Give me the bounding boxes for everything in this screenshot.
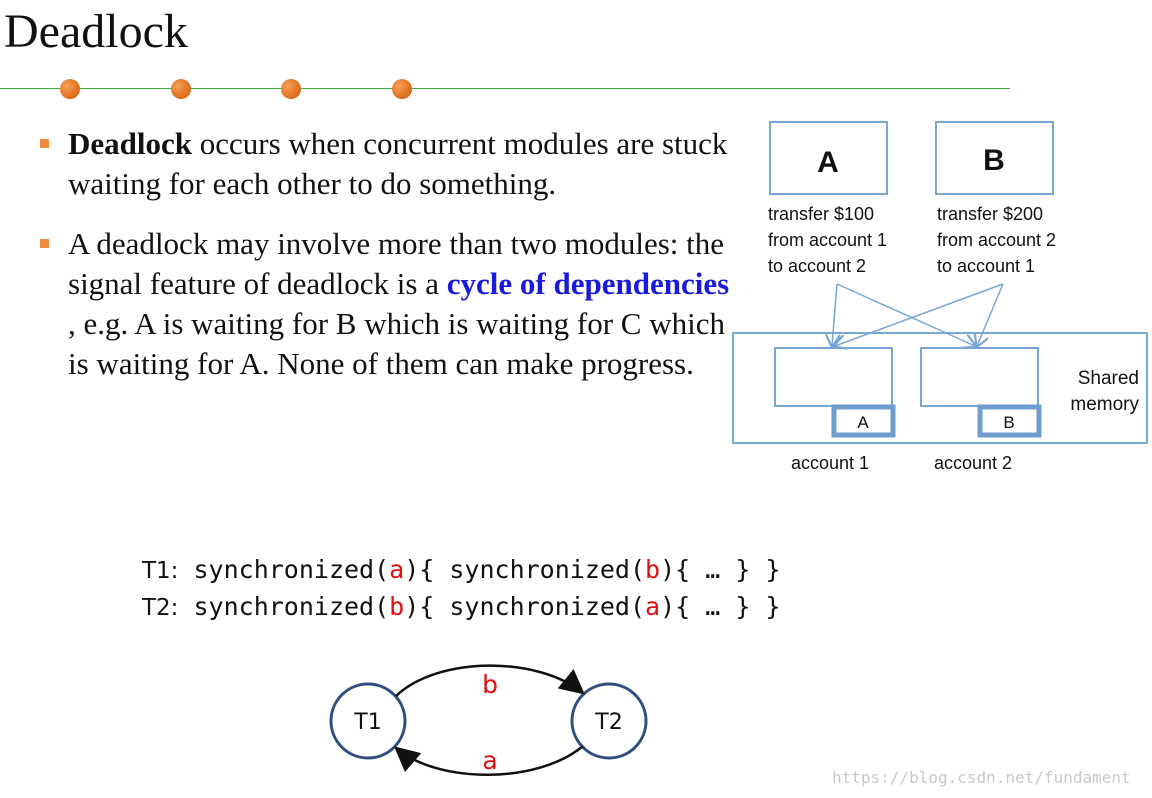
code-lock-var: a <box>389 555 405 584</box>
code-line-1-label: T1: <box>142 558 179 584</box>
edge-t2-to-t1 <box>394 745 584 776</box>
code-line-1: T1: synchronized(a){ synchronized(b){ … … <box>142 552 781 589</box>
bullet-marker <box>40 239 49 248</box>
edge-bottom-label: a <box>482 746 497 775</box>
caption-b-line-1: transfer $200 <box>937 204 1043 224</box>
bullet-list: Deadlock occurs when concurrent modules … <box>40 124 730 404</box>
bank-transfer-figure: A B transfer $100 from account 1 to acco… <box>732 121 1148 473</box>
arrow-a-to-account1 <box>832 283 837 346</box>
bullet-2-text-pre: A deadlock may involve more than two mod… <box>68 226 725 301</box>
code-token: ){ synchronized( <box>404 555 646 584</box>
bullet-marker <box>40 139 49 148</box>
account-1-label: account 1 <box>791 453 869 473</box>
node-t1 <box>329 682 407 760</box>
decor-dot <box>171 79 191 99</box>
decor-dot <box>281 79 301 99</box>
bullet-item-1: Deadlock occurs when concurrent modules … <box>40 124 730 204</box>
code-token: ){ … } } <box>660 555 781 584</box>
code-token: ){ synchronized( <box>404 592 646 621</box>
decor-dot <box>60 79 80 99</box>
code-line-2: T2: synchronized(b){ synchronized(a){ … … <box>142 589 781 626</box>
code-lock-var: b <box>645 555 661 584</box>
code-lock-var: a <box>645 592 661 621</box>
code-token: synchronized( <box>178 555 390 584</box>
code-block: T1: synchronized(a){ synchronized(b){ … … <box>142 552 781 626</box>
module-a-box <box>769 121 888 195</box>
code-token: synchronized( <box>178 592 390 621</box>
decor-dot <box>392 79 412 99</box>
watermark: https://blog.csdn.net/fundament <box>832 768 1131 787</box>
shared-memory-label-2: memory <box>1070 394 1139 415</box>
bullet-2-text-post: , e.g. A is waiting for B which is waiti… <box>68 306 725 381</box>
code-lock-var: b <box>389 592 405 621</box>
arrow-a-to-account2 <box>836 283 975 346</box>
caption-b-line-3: to account 1 <box>937 256 1035 276</box>
module-b-box <box>935 121 1054 195</box>
bullet-2-emphasis: cycle of dependencies <box>446 266 730 301</box>
bullet-1-term: Deadlock <box>68 126 192 161</box>
bullet-1-text: occurs when concurrent modules are stuck… <box>68 126 728 201</box>
account-2-box <box>920 347 1039 407</box>
bullet-item-2: A deadlock may involve more than two mod… <box>40 224 730 384</box>
account-2-label: account 2 <box>934 453 1012 473</box>
node-t2 <box>570 682 648 760</box>
page-title: Deadlock <box>4 5 188 58</box>
module-b-label: B <box>983 144 1005 177</box>
caption-a-line-2: from account 1 <box>768 230 887 250</box>
shared-memory-label-1: Shared <box>1078 368 1139 389</box>
arrow-b-to-account2 <box>977 283 1004 346</box>
account-1-box <box>774 347 893 407</box>
title-rule <box>0 88 1010 89</box>
lock-b-label: B <box>1003 413 1014 432</box>
lock-a-box <box>831 404 896 438</box>
edge-t1-to-t2 <box>395 664 585 697</box>
module-a-label: A <box>817 146 839 179</box>
caption-b-line-2: from account 2 <box>937 230 1056 250</box>
caption-a-line-1: transfer $100 <box>768 204 874 224</box>
code-line-2-label: T2: <box>142 595 179 621</box>
node-t1-label: T1 <box>353 710 381 735</box>
lock-a-label: A <box>857 413 869 432</box>
code-token: ){ … } } <box>660 592 781 621</box>
shared-memory-region <box>732 332 1148 444</box>
arrow-b-to-account1 <box>835 283 1004 346</box>
edge-top-label: b <box>482 670 498 699</box>
lock-b-box <box>977 404 1042 438</box>
node-t2-label: T2 <box>594 710 622 735</box>
caption-a-line-3: to account 2 <box>768 256 866 276</box>
dependency-cycle-graph: T1 T2 b a <box>329 664 648 776</box>
